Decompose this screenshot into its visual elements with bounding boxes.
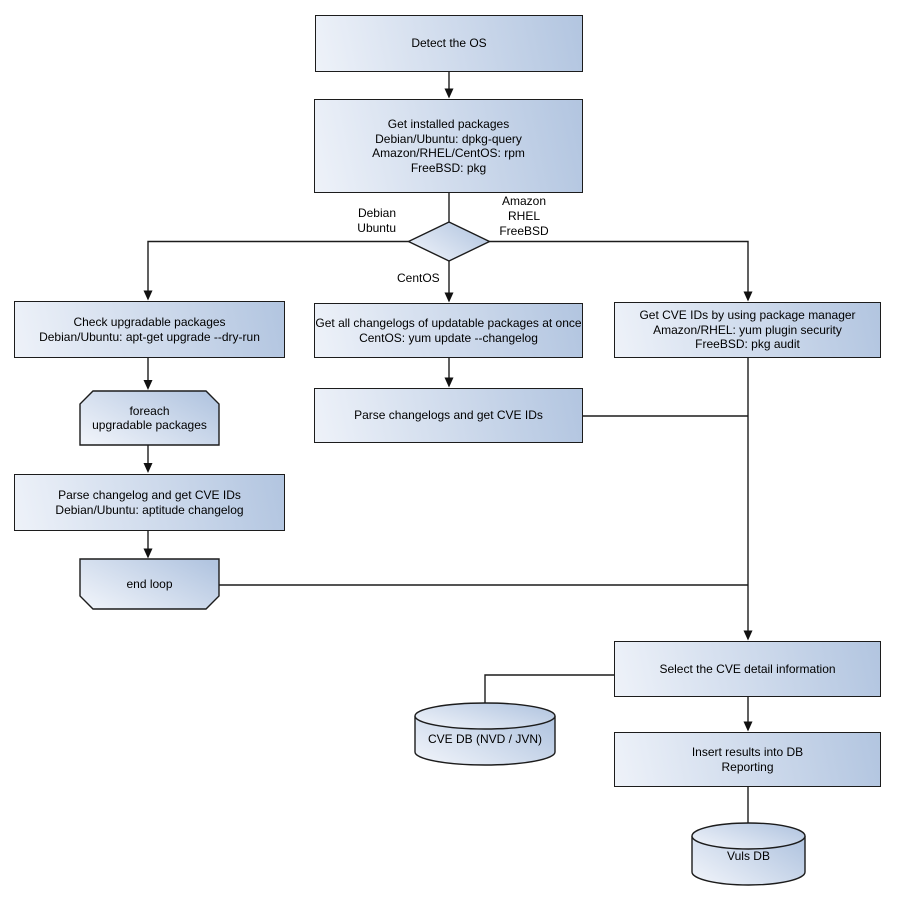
node-select-cve-detail: Select the CVE detail information [614,641,881,697]
end-loop-shape [79,558,220,610]
foreach-loop-shape [79,390,220,446]
node-check-upgradable-packages: Check upgradable packages Debian/Ubuntu:… [14,301,285,358]
arrowhead [444,88,454,99]
arrowhead [444,292,454,303]
node-parse-changelog-deb: Parse changelog and get CVE IDs Debian/U… [14,474,285,531]
edge-decision-right [489,240,749,294]
cve-db-label: CVE DB (NVD / JVN) [427,731,542,746]
arrowhead [143,463,153,473]
arrowhead [743,721,753,732]
node-detect-os: Detect the OS [315,15,583,72]
node-insert-results: Insert results into DB Reporting [614,732,881,787]
node-get-cve-ids-pkg-mgr: Get CVE IDs by using package manager Ama… [614,302,881,358]
edge-cvedb-to-select [484,674,614,703]
node-parse-changelogs: Parse changelogs and get CVE IDs [314,388,583,443]
vuls-db-label: Vuls DB [727,848,770,863]
node-get-all-changelogs: Get all changelogs of updatable packages… [314,303,583,358]
edge-label-amazon-rhel-freebsd: Amazon RHEL FreeBSD [499,194,549,238]
cve-db-cylinder [414,702,556,766]
os-decision-diamond [406,221,492,262]
end-loop-label: end loop [126,576,173,591]
edge-label-centos: CentOS [397,271,440,285]
foreach-loop-label: foreach upgradable packages [92,403,207,433]
arrowhead [743,291,753,302]
arrowhead [143,380,153,390]
arrowhead [143,290,153,301]
vuls-db-cylinder [691,822,806,886]
edge-label-debian-ubuntu: Debian Ubuntu [357,206,396,235]
arrowhead [444,377,454,388]
node-get-installed-packages: Get installed packages Debian/Ubuntu: dp… [314,99,583,193]
arrowhead [143,548,153,559]
edge-decision-left [147,240,409,293]
arrowhead [743,630,753,641]
